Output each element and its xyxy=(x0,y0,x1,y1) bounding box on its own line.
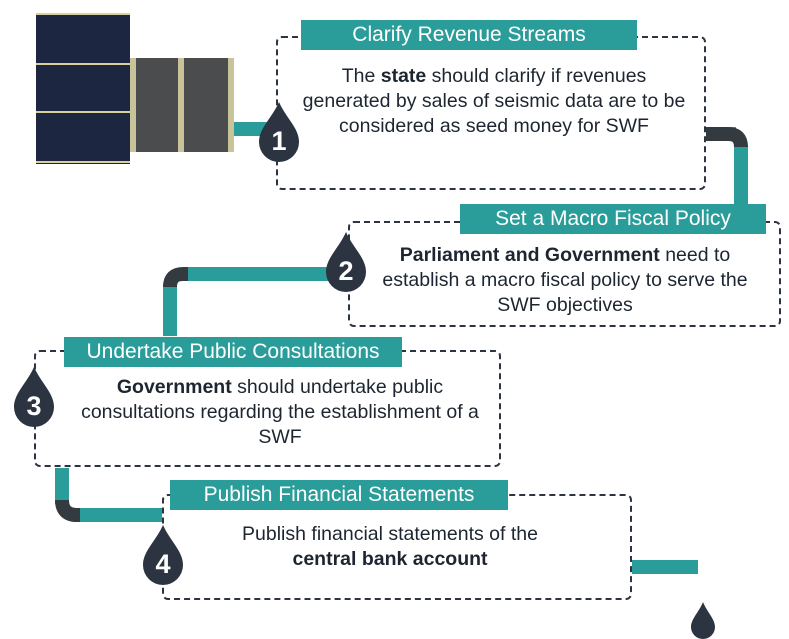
step-2-text: Parliament and Government need to establ… xyxy=(382,244,748,316)
step-4-text: Publish financial statements of the cent… xyxy=(242,523,538,570)
pipe-elbows xyxy=(55,127,748,522)
step-2-title: Set a Macro Fiscal Policy xyxy=(460,204,766,234)
step-3-title: Undertake Public Consultations xyxy=(64,337,402,367)
step-4-number: 4 xyxy=(155,549,171,579)
step-1-text: The state should clarify if revenues gen… xyxy=(302,65,686,137)
step-3-text: Government should undertake public consu… xyxy=(81,376,479,448)
step-4-title: Publish Financial Statements xyxy=(170,480,508,510)
oil-barrel-icon xyxy=(36,13,130,164)
step-1-number: 1 xyxy=(271,126,287,156)
step-1-title: Clarify Revenue Streams xyxy=(301,20,637,50)
step-3-number: 3 xyxy=(26,391,42,421)
pipe-connector-icon xyxy=(130,58,234,152)
step-2-number: 2 xyxy=(338,256,354,286)
